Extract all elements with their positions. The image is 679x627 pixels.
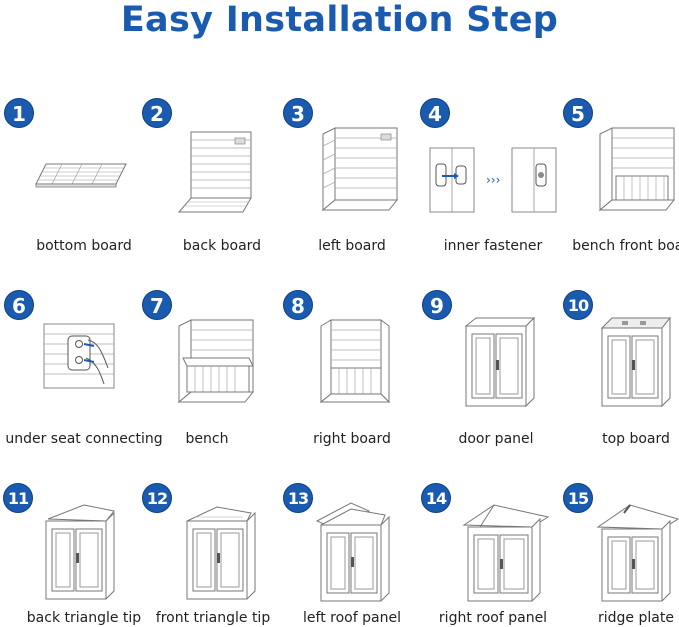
step-label: right roof panel <box>438 610 548 626</box>
door-panel-icon <box>460 316 540 410</box>
step-number-badge: 2 <box>142 98 172 128</box>
step-number-badge: 7 <box>142 290 172 320</box>
front-triangle-tip-icon <box>181 503 261 603</box>
step-label: top board <box>602 431 670 447</box>
right-board-icon <box>315 316 395 410</box>
step-label: front triangle tip <box>155 610 271 626</box>
step-label: left board <box>318 238 386 254</box>
step-number-badge: 5 <box>563 98 593 128</box>
left-board-icon <box>313 126 403 218</box>
bench-icon <box>173 318 259 410</box>
inner-fastener-icon: ››› <box>428 146 568 216</box>
ridge-plate-icon <box>596 501 679 603</box>
step-label: bench front board <box>572 238 679 254</box>
step-number-badge: 1 <box>4 98 34 128</box>
svg-text:›››: ››› <box>486 173 500 187</box>
step-label: back board <box>182 238 262 254</box>
step-label: inner fastener <box>443 238 543 254</box>
step-label: back triangle tip <box>26 610 142 626</box>
top-board-icon <box>596 316 676 410</box>
step-label: left roof panel <box>303 610 401 626</box>
page-title: Easy Installation Step <box>120 0 559 40</box>
step-number-badge: 12 <box>142 483 172 513</box>
under-seat-connecting-icon <box>42 322 120 394</box>
step-label: door panel <box>458 431 534 447</box>
step-number-badge: 11 <box>3 483 33 513</box>
step-label: under seat connecting <box>5 431 163 447</box>
step-number-badge: 3 <box>283 98 313 128</box>
step-label: bottom board <box>36 238 132 254</box>
left-roof-panel-icon <box>315 501 401 603</box>
step-label: right board <box>313 431 391 447</box>
step-number-badge: 9 <box>422 290 452 320</box>
bottom-board-icon <box>32 160 132 190</box>
right-roof-panel-icon <box>462 501 552 603</box>
step-number-badge: 6 <box>4 290 34 320</box>
back-board-icon <box>177 130 257 220</box>
step-number-badge: 13 <box>283 483 313 513</box>
step-number-badge: 15 <box>563 483 593 513</box>
step-number-badge: 14 <box>421 483 451 513</box>
step-number-badge: 4 <box>420 98 450 128</box>
step-number-badge: 10 <box>563 290 593 320</box>
step-number-badge: 8 <box>283 290 313 320</box>
bench-front-board-icon <box>594 126 679 218</box>
step-label: ridge plate <box>598 610 674 626</box>
step-label: bench <box>185 431 229 447</box>
back-triangle-tip-icon <box>40 503 120 603</box>
